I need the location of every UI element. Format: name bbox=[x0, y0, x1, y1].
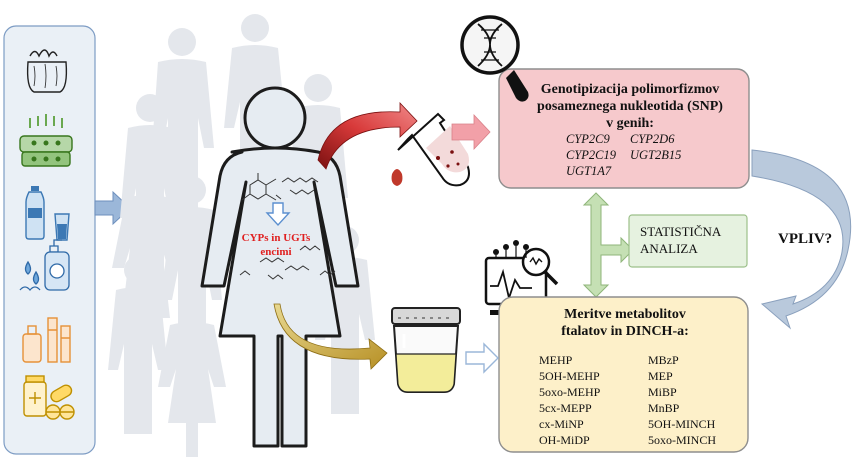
metabolite-name: MnBP bbox=[648, 401, 680, 415]
soap-dispenser-icon bbox=[19, 239, 70, 292]
metabolite-name: 5OH-MEHP bbox=[539, 369, 600, 383]
metabolite-name: 5OH-MINCH bbox=[648, 417, 716, 431]
impact-curved-arrow bbox=[751, 149, 852, 330]
genotyping-title-line: v genih: bbox=[606, 116, 654, 131]
metabolite-name: MBzP bbox=[648, 353, 679, 367]
metabolite-name: MEP bbox=[648, 369, 673, 383]
gene-name: CYP2C9 bbox=[566, 132, 610, 146]
genotyping-title-line: posameznega nukleotida (SNP) bbox=[537, 99, 723, 114]
genotyping-arrow bbox=[451, 113, 491, 151]
metabolite-name: 5oxo-MINCH bbox=[648, 433, 716, 447]
gene-name: UGT1A7 bbox=[566, 164, 612, 178]
statistics-label: STATISTIČNA ANALIZA bbox=[640, 223, 721, 257]
enzyme-down-arrow bbox=[265, 202, 291, 227]
enzymes-label: CYPs in UGTs encimi bbox=[236, 231, 316, 259]
perfume-lipstick-icon bbox=[22, 317, 71, 363]
metabolite-name: OH-MiDP bbox=[539, 433, 590, 447]
main-person bbox=[200, 86, 360, 448]
molecule-structures bbox=[239, 173, 336, 280]
dna-magnifier-icon bbox=[460, 15, 529, 102]
gene-name: CYP2C19 bbox=[566, 148, 617, 162]
metabolites-right-column: MBzP MEP MiBP MnBP 5OH-MINCH 5oxo-MINCH bbox=[648, 352, 716, 448]
crowd-silhouettes bbox=[108, 14, 375, 457]
metabolite-name: 5cx-MEPP bbox=[539, 401, 592, 415]
metabolite-name: cx-MiNP bbox=[539, 417, 584, 431]
metabolites-left-column: MEHP 5OH-MEHP 5oxo-MEHP 5cx-MEPP cx-MiNP… bbox=[539, 352, 600, 448]
test-tube-icon bbox=[391, 112, 470, 187]
metabolite-name: 5oxo-MEHP bbox=[539, 385, 601, 399]
statistics-label-line: STATISTIČNA bbox=[640, 224, 722, 239]
genotyping-title: Genotipizacija polimorfizmov posameznega… bbox=[520, 81, 740, 132]
statistics-label-line: ANALIZA bbox=[640, 241, 698, 256]
blood-sample-arrow bbox=[317, 101, 418, 170]
food-container-icon bbox=[19, 114, 73, 167]
statistics-box bbox=[628, 214, 748, 268]
genotyping-box bbox=[498, 68, 750, 189]
metabolites-title: Meritve metabolitov ftalatov in DINCH-a: bbox=[540, 306, 710, 340]
exposure-panel bbox=[3, 25, 96, 455]
metabolites-title-line: ftalatov in DINCH-a: bbox=[561, 324, 689, 339]
urine-sample-arrow bbox=[273, 303, 388, 370]
plastic-bag-icon bbox=[26, 49, 68, 93]
genotyping-title-line: Genotipizacija polimorfizmov bbox=[540, 82, 720, 97]
impact-label: VPLIV? bbox=[778, 231, 833, 247]
enzymes-label-line: CYPs in UGTs bbox=[241, 232, 311, 244]
genes-left-column: CYP2C9 CYP2C19 UGT1A7 bbox=[566, 131, 616, 179]
metabolites-title-line: Meritve metabolitov bbox=[564, 307, 686, 322]
gene-name: CYP2D6 bbox=[630, 132, 675, 146]
gene-name: UGT2B15 bbox=[630, 148, 682, 162]
urine-cup-icon bbox=[391, 307, 461, 393]
water-bottle-icon bbox=[25, 186, 70, 241]
metabolites-arrow bbox=[465, 342, 499, 374]
metabolites-box bbox=[498, 296, 749, 453]
medicine-icon bbox=[23, 375, 75, 420]
metabolite-name: MiBP bbox=[648, 385, 677, 399]
metabolite-name: MEHP bbox=[539, 353, 573, 367]
genes-right-column: CYP2D6 UGT2B15 bbox=[630, 131, 681, 163]
statistics-arrow bbox=[582, 192, 634, 298]
enzymes-label-line: encimi bbox=[260, 246, 292, 258]
